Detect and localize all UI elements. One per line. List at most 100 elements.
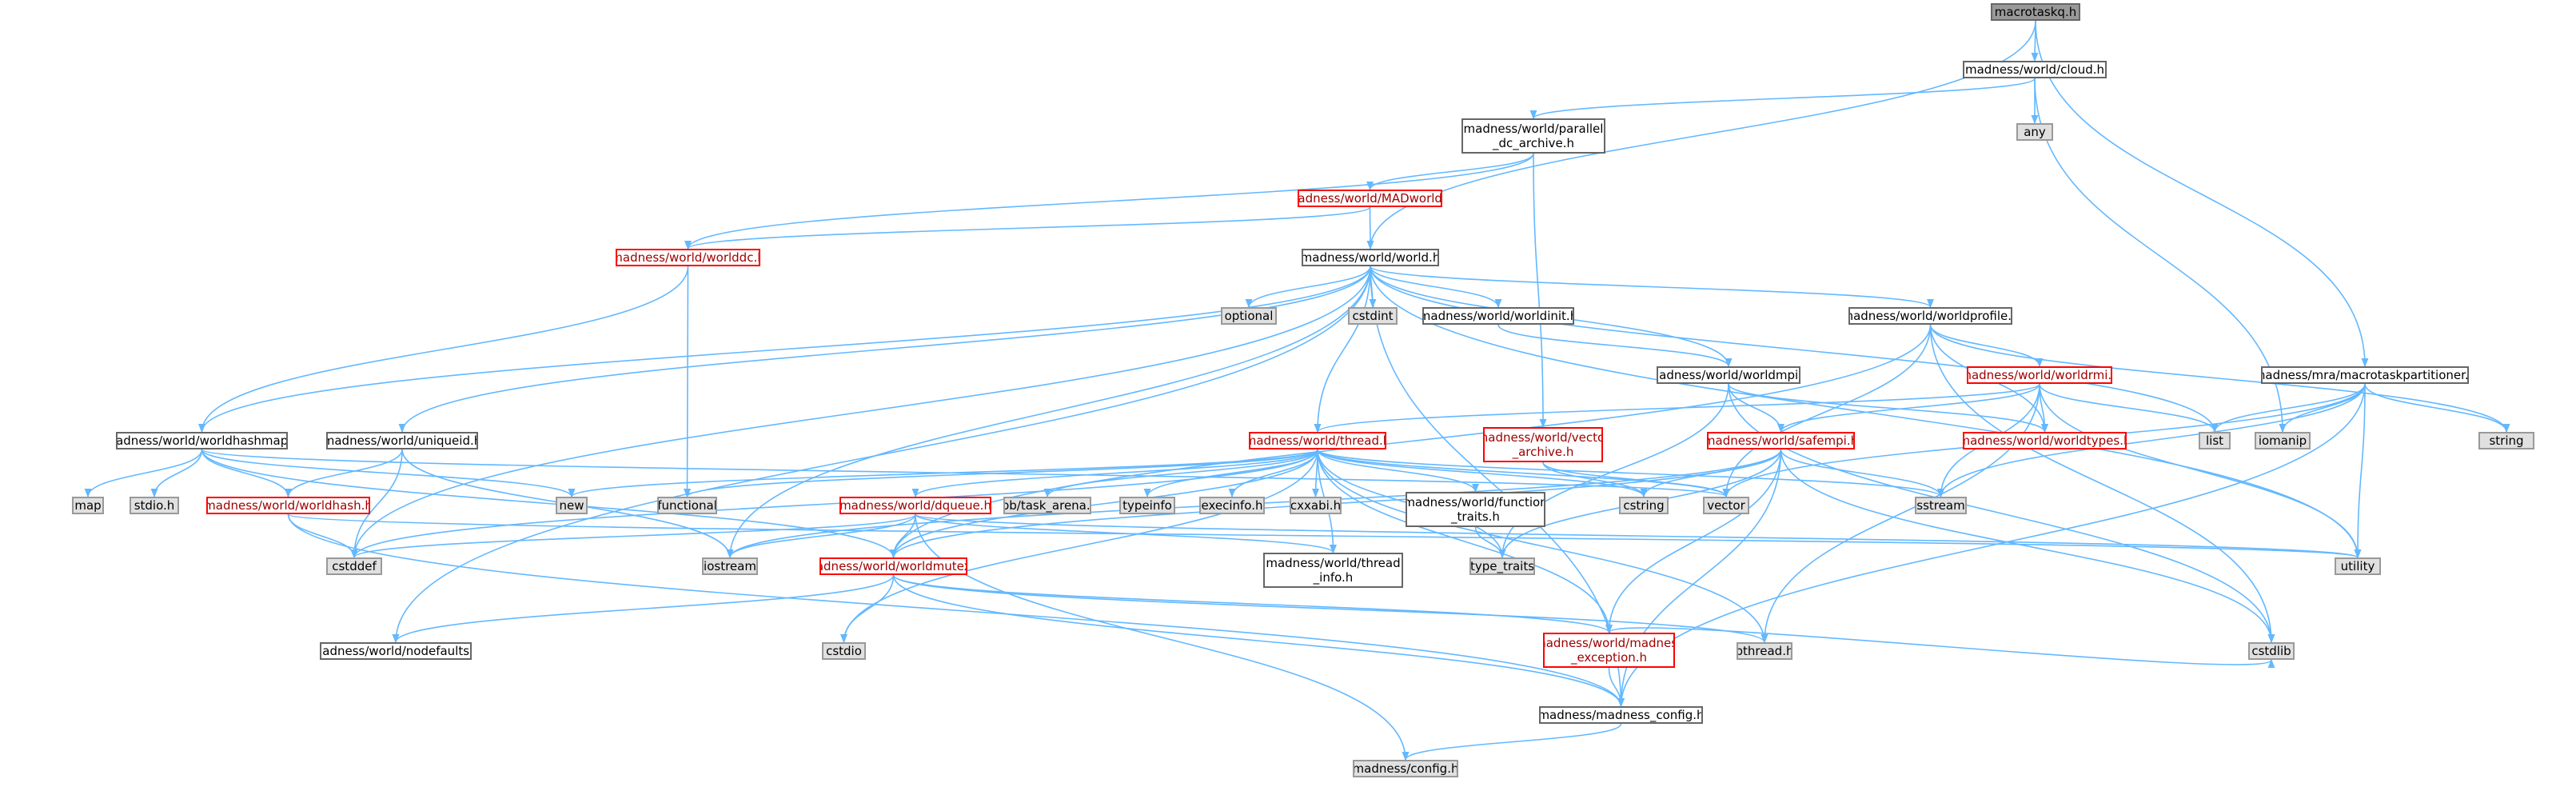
edge-thread-to-pthread <box>1317 449 1769 644</box>
edge-world-to-uniqueid <box>398 266 1371 433</box>
edge-world-to-iostream <box>726 266 1371 559</box>
edge-uniqueid-to-worldhash <box>285 449 403 498</box>
edge-safempi-to-sstream <box>1780 449 1944 498</box>
node-dqueue[interactable]: madness/world/dqueue.h <box>839 497 991 514</box>
node-uniqueid[interactable]: madness/world/uniqueid.h <box>326 432 478 449</box>
edge-parallel-dc-to-vector-archive <box>1533 153 1547 429</box>
edge-worldprofile-to-cstdlib <box>1929 324 2275 644</box>
edge-worldmpi-to-worldtypes <box>1728 383 2048 433</box>
node-map: map <box>72 497 104 514</box>
edge-world-to-list <box>1370 266 2219 433</box>
edge-world-to-madness-config <box>1370 266 1625 708</box>
edge-world-to-optional <box>1245 266 1371 309</box>
node-type-traits: type_traits <box>1469 557 1535 575</box>
edge-worldhashmap-to-worldmutex <box>201 449 897 559</box>
edge-madness-exception-to-cstdlib <box>1608 627 2275 669</box>
edge-dqueue-to-iostream <box>726 513 916 559</box>
node-sstream: sstream <box>1915 497 1967 514</box>
node-worldmpi[interactable]: madness/world/worldmpi.h <box>1657 366 1800 384</box>
node-any: any <box>2016 123 2053 141</box>
node-world[interactable]: madness/world/world.h <box>1302 249 1439 266</box>
edge-madness-exception-to-madness-config <box>1608 667 1625 708</box>
node-vector: vector <box>1703 497 1749 514</box>
edge-macrotaskq-to-macrotaskpartitioner <box>2035 20 2369 368</box>
edge-worldprofile-to-vector <box>1722 324 1932 498</box>
edge-dqueue-to-worldmutex <box>890 513 916 559</box>
node-function-traits[interactable]: madness/world/function _traits.h <box>1406 492 1545 527</box>
node-worlddc[interactable]: madness/world/worlddc.h <box>616 249 760 266</box>
node-cstdint: cstdint <box>1348 307 1398 325</box>
node-macrotaskpartitioner[interactable]: madness/mra/macrotaskpartitioner.h <box>2261 366 2469 384</box>
edge-dqueue-to-utility <box>915 513 2361 559</box>
node-safempi[interactable]: madness/world/safempi.h <box>1707 432 1855 449</box>
edge-worldmpi-to-cstdlib <box>1728 383 2275 644</box>
node-list: list <box>2199 432 2231 449</box>
edge-worldhash-to-utility <box>287 513 2361 559</box>
edge-thread-to-tbb-task-arena <box>1043 449 1318 498</box>
node-worldhash[interactable]: madness/world/worldhash.h <box>206 497 370 514</box>
edge-worldmpi-to-safempi <box>1728 383 1784 433</box>
edge-thread-to-dqueue <box>911 449 1318 498</box>
node-iostream: iostream <box>702 557 758 575</box>
edge-vector-archive-to-cstring <box>1542 461 1648 498</box>
edge-worldhash-to-madness-config <box>287 513 1625 708</box>
edge-worldhashmap-to-map <box>84 449 203 498</box>
edge-worldmutex-to-nodefaults <box>392 574 895 644</box>
node-worldmutex[interactable]: madness/world/worldmutex.h <box>819 557 967 575</box>
edge-parallel-dc-to-worlddc <box>684 153 1534 250</box>
node-thread[interactable]: madness/world/thread.h <box>1249 432 1386 449</box>
edge-worldinit-to-worldmpi <box>1497 324 1733 368</box>
edge-safempi-to-madness-exception <box>1605 449 1782 634</box>
node-cstdlib: cstdlib <box>2248 642 2295 660</box>
edge-thread-to-madness-exception <box>1317 449 1613 634</box>
edge-macrotaskpartitioner-to-list <box>2211 383 2366 433</box>
edge-uniqueid-to-cstddef <box>350 449 403 559</box>
node-thread-info[interactable]: madness/world/thread _info.h <box>1263 553 1403 588</box>
edge-thread-to-sstream <box>1317 449 1944 498</box>
node-vector-archive[interactable]: madness/world/vector _archive.h <box>1483 427 1603 462</box>
edge-cloud-to-iomanip <box>2034 78 2287 433</box>
node-madness-config[interactable]: madness/madness_config.h <box>1539 706 1703 724</box>
node-parallel-dc[interactable]: madness/world/parallel _dc_archive.h <box>1461 118 1605 154</box>
edge-worldrmi-to-pthread <box>1761 383 2040 644</box>
edge-worldhashmap-to-stdio-h <box>150 449 203 498</box>
edge-thread-to-cstring <box>1317 449 1648 498</box>
node-stdio-h: stdio.h <box>130 497 179 514</box>
node-cstddef: cstddef <box>326 557 382 575</box>
edge-worldmutex-to-cstdio <box>840 574 895 644</box>
edge-worldrmi-to-utility <box>2039 383 2362 559</box>
edge-thread-to-cstdio <box>840 449 1318 644</box>
node-cloud[interactable]: madness/world/cloud.h <box>1963 61 2107 78</box>
node-typeinfo: typeinfo <box>1119 497 1175 514</box>
edge-worlddc-to-worldhashmap <box>198 266 689 433</box>
node-macrotaskq: macrotaskq.h <box>1991 3 2080 21</box>
edge-safempi-to-cstdlib <box>1780 449 2275 644</box>
edge-worldmutex-to-madness-config <box>892 574 1625 708</box>
edge-worldrmi-to-safempi <box>1777 383 2040 433</box>
node-nodefaults[interactable]: madness/world/nodefaults.h <box>320 642 472 660</box>
edge-worldhash-to-cstddef <box>287 513 358 559</box>
node-worldrmi[interactable]: madness/world/worldrmi.h <box>1967 366 2112 384</box>
edge-thread-to-worldmutex <box>890 449 1318 559</box>
node-worldprofile[interactable]: madness/world/worldprofile.h <box>1848 307 2012 325</box>
edge-madworld-to-world <box>1366 206 1374 250</box>
edge-dqueue-to-cstddef <box>350 513 916 559</box>
edge-dqueue-to-thread-info <box>915 513 1337 554</box>
edge-function-traits-to-type-traits <box>1474 526 1506 559</box>
node-worldhashmap[interactable]: madness/world/worldhashmap.h <box>116 432 288 449</box>
node-worldinit[interactable]: madness/world/worldinit.h <box>1422 307 1574 325</box>
edge-macrotaskpartitioner-to-sstream <box>1937 383 2366 498</box>
node-tbb-task-arena: tbb/task_arena.h <box>1003 497 1091 514</box>
node-worldtypes[interactable]: madness/world/worldtypes.h <box>1963 432 2127 449</box>
node-madness-exception[interactable]: madness/world/madness _exception.h <box>1543 633 1675 668</box>
node-config: madness/config.h <box>1353 760 1458 777</box>
edge-world-to-worldhashmap <box>198 266 1371 433</box>
edge-worldhashmap-to-new <box>201 449 576 498</box>
edge-worldrmi-to-list <box>2039 383 2219 433</box>
edge-world-to-worldprofile <box>1370 266 1934 309</box>
edge-macrotaskpartitioner-to-string <box>2364 383 2510 433</box>
node-pthread: pthread.h <box>1737 642 1792 660</box>
node-execinfo: execinfo.h <box>1199 497 1265 514</box>
node-madworld[interactable]: madness/world/MADworld.h <box>1298 190 1442 207</box>
